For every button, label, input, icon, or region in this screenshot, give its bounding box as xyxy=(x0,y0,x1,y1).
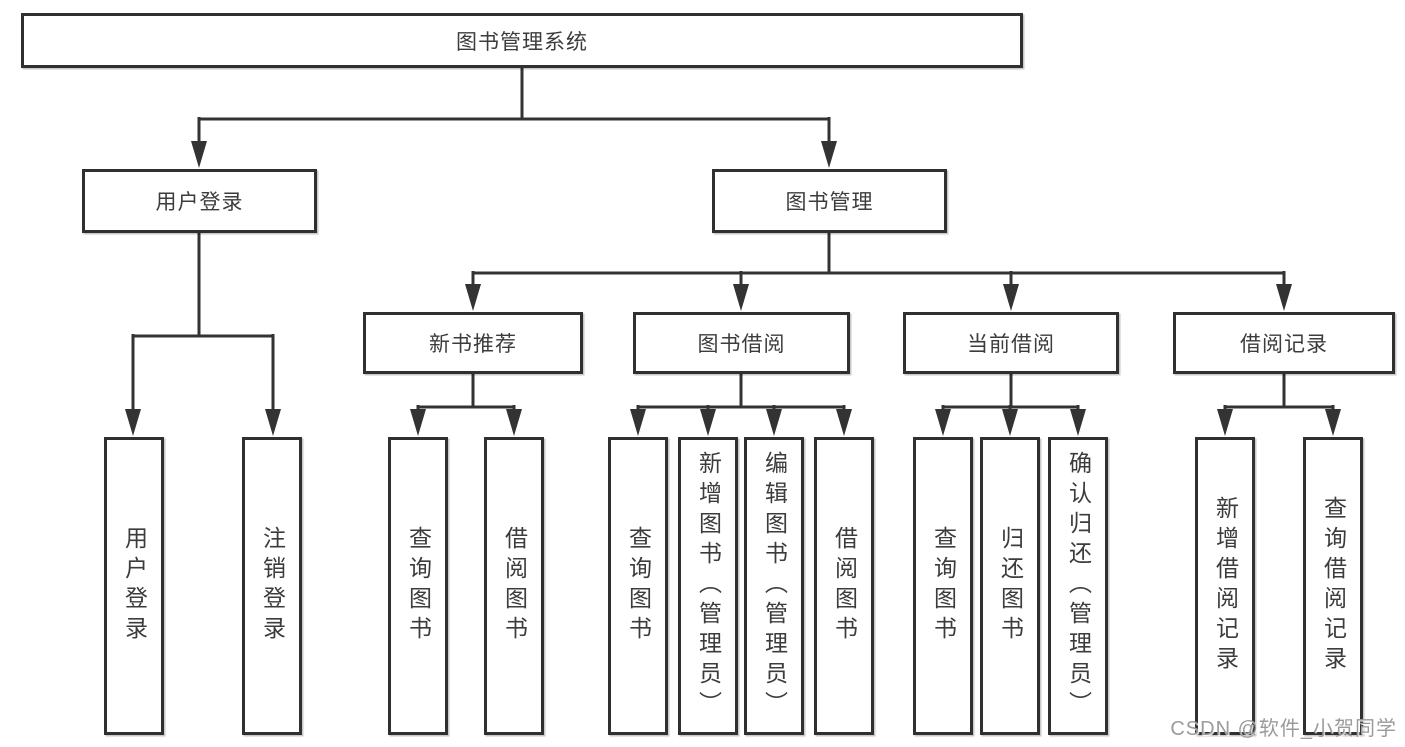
arrowhead-down xyxy=(1217,409,1233,436)
arrowhead-down xyxy=(1325,409,1341,436)
node-leaf-query-books-borrowing: 查询图书 xyxy=(608,437,668,735)
node-book-borrowing: 图书借阅 xyxy=(633,312,850,374)
node-label: 图书借阅 xyxy=(697,333,786,356)
arrowhead-down xyxy=(465,284,481,311)
node-label: 查询图书 xyxy=(405,526,432,646)
arrowhead-down xyxy=(1002,409,1018,436)
arrowhead-down xyxy=(125,409,141,436)
node-label: 查询图书 xyxy=(930,526,957,646)
node-leaf-query-books-recommend: 查询图书 xyxy=(388,437,448,735)
node-label: 当前借阅 xyxy=(967,333,1055,356)
arrowhead-down xyxy=(1003,284,1019,311)
node-label: 注销登录 xyxy=(259,526,286,646)
node-label: 新书推荐 xyxy=(429,333,517,356)
arrowhead-down xyxy=(821,141,837,168)
node-label: 查询借阅记录 xyxy=(1320,496,1347,676)
node-label: 归还图书 xyxy=(997,526,1024,646)
node-label: 图书管理 xyxy=(785,191,874,214)
node-borrowing-records: 借阅记录 xyxy=(1173,312,1395,374)
node-leaf-logout: 注销登录 xyxy=(242,437,302,735)
node-label: 借阅图书 xyxy=(501,526,528,646)
node-leaf-borrow-books-recommend: 借阅图书 xyxy=(484,437,544,735)
node-label: 用户登录 xyxy=(155,191,244,214)
node-user-login: 用户登录 xyxy=(82,169,317,233)
node-label: 用户登录 xyxy=(121,526,148,646)
node-label: 图书管理系统 xyxy=(456,30,588,54)
arrowhead-down xyxy=(191,141,207,168)
node-current-borrowing: 当前借阅 xyxy=(903,312,1119,374)
arrowhead-down xyxy=(1070,409,1086,436)
node-leaf-query-books-current: 查询图书 xyxy=(913,437,973,735)
node-label: 新增图书（管理员） xyxy=(695,451,722,721)
node-library-management-system: 图书管理系统 xyxy=(21,13,1023,68)
arrowhead-down xyxy=(265,409,281,436)
arrowhead-down xyxy=(766,409,782,436)
node-leaf-add-book-admin: 新增图书（管理员） xyxy=(678,437,738,735)
node-label: 查询图书 xyxy=(625,526,652,646)
arrowhead-down xyxy=(630,409,646,436)
node-new-book-recommendation: 新书推荐 xyxy=(363,312,583,374)
node-leaf-query-borrow-record: 查询借阅记录 xyxy=(1303,437,1363,735)
arrowhead-down xyxy=(506,409,522,436)
node-leaf-user-login: 用户登录 xyxy=(104,437,164,735)
node-leaf-add-borrow-record: 新增借阅记录 xyxy=(1195,437,1255,735)
node-leaf-confirm-return-admin: 确认归还（管理员） xyxy=(1048,437,1108,735)
arrowhead-down xyxy=(935,409,951,436)
node-label: 新增借阅记录 xyxy=(1212,496,1239,676)
arrowhead-down xyxy=(1276,284,1292,311)
arrowhead-down xyxy=(410,409,426,436)
arrowhead-down xyxy=(836,409,852,436)
watermark: CSDN @软件_小贺同学 xyxy=(1170,718,1397,740)
node-label: 编辑图书（管理员） xyxy=(761,451,788,721)
arrowhead-down xyxy=(733,284,749,311)
node-label: 借阅记录 xyxy=(1240,333,1328,356)
arrowhead-down xyxy=(700,409,716,436)
node-leaf-return-books: 归还图书 xyxy=(980,437,1040,735)
node-leaf-edit-book-admin: 编辑图书（管理员） xyxy=(744,437,804,735)
node-leaf-borrow-books: 借阅图书 xyxy=(814,437,874,735)
node-book-management: 图书管理 xyxy=(712,169,947,233)
node-label: 确认归还（管理员） xyxy=(1065,451,1092,721)
node-label: 借阅图书 xyxy=(831,526,858,646)
